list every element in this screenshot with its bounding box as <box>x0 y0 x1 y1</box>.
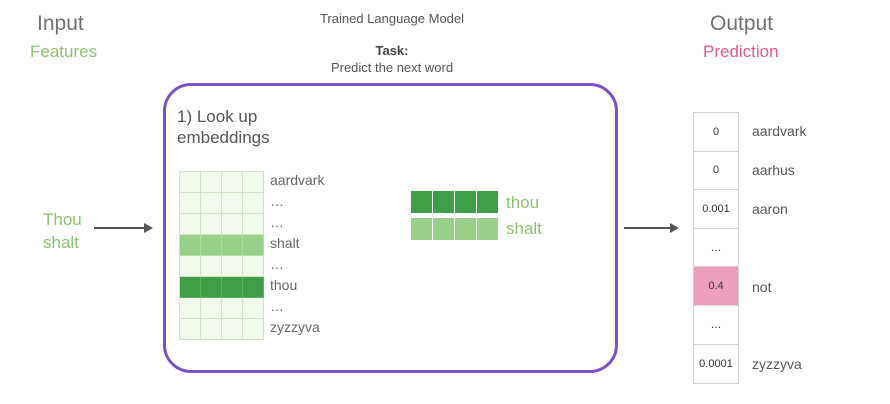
vocab-row-label: … <box>270 256 284 272</box>
matrix-cell <box>222 193 243 214</box>
vocab-row-label-thou: thou <box>270 277 298 293</box>
probability-cell: … <box>694 229 738 268</box>
output-word: zyzzyva <box>752 356 802 372</box>
matrix-cell <box>222 298 243 319</box>
matrix-cell <box>243 319 264 340</box>
probability-cell: 0 <box>694 113 738 152</box>
model-box <box>163 83 618 373</box>
vocab-row-label: aardvark <box>270 172 325 188</box>
matrix-cell <box>201 193 222 214</box>
embedding-cell <box>455 218 477 240</box>
matrix-cell <box>201 256 222 277</box>
output-probability-column: 0 0 0.001 … 0.4 … 0.0001 <box>693 112 739 385</box>
probability-cell: 0.0001 <box>699 357 733 370</box>
output-title: Output <box>710 12 774 35</box>
output-arrow-shaft <box>624 227 670 229</box>
embedding-cell <box>477 218 499 240</box>
matrix-cell-shalt <box>180 235 201 256</box>
input-arrow-head <box>144 223 153 233</box>
matrix-cell <box>201 214 222 235</box>
input-word-thou: Thou <box>43 210 82 229</box>
input-word-shalt: shalt <box>43 233 79 252</box>
output-word-highlighted: not <box>752 279 772 295</box>
matrix-cell-thou <box>201 277 222 298</box>
embedding-cell <box>411 191 433 213</box>
embedding-cell <box>411 218 433 240</box>
vocab-row-label: … <box>270 298 284 314</box>
output-word: aardvark <box>752 123 807 139</box>
matrix-cell <box>180 319 201 340</box>
step-label-line2: embeddings <box>177 128 270 147</box>
task-label: Task: <box>375 43 409 58</box>
matrix-cell <box>201 298 222 319</box>
probability-cell-highlighted: 0.4 <box>694 267 738 306</box>
task-text: Predict the next word <box>330 60 454 75</box>
step-label-line1: 1) Look up <box>177 107 258 126</box>
matrix-cell <box>180 172 201 193</box>
matrix-cell <box>243 193 264 214</box>
input-subtitle: Features <box>30 42 98 61</box>
embedding-label-thou: thou <box>506 193 540 212</box>
matrix-cell <box>222 256 243 277</box>
probability-cell: 0.001 <box>694 190 738 229</box>
vocab-row-label: zyzzyva <box>270 319 320 335</box>
input-arrow <box>94 223 153 233</box>
matrix-cell-shalt <box>222 235 243 256</box>
matrix-cell-thou <box>180 277 201 298</box>
embedding-vector-shalt <box>411 218 499 240</box>
vocab-row-label-shalt: shalt <box>270 235 300 251</box>
step-label: 1) Look up embeddings <box>177 106 270 148</box>
embedding-cell <box>433 191 455 213</box>
matrix-cell <box>222 319 243 340</box>
matrix-cell-thou <box>222 277 243 298</box>
vocab-row-label: … <box>270 193 284 209</box>
output-arrow-head <box>670 223 679 233</box>
matrix-cell <box>243 172 264 193</box>
embedding-vector-thou <box>411 191 499 213</box>
matrix-cell <box>201 319 222 340</box>
input-title: Input <box>37 12 84 35</box>
matrix-cell-shalt <box>201 235 222 256</box>
matrix-cell <box>243 256 264 277</box>
embedding-cell <box>455 191 477 213</box>
probability-cell: 0 <box>694 152 738 191</box>
output-word: aarhus <box>752 162 795 178</box>
matrix-cell <box>222 172 243 193</box>
matrix-cell <box>180 214 201 235</box>
output-arrow <box>624 223 679 233</box>
matrix-cell <box>180 193 201 214</box>
output-subtitle: Prediction <box>703 42 779 61</box>
matrix-cell <box>243 298 264 319</box>
model-title: Trained Language Model <box>319 11 465 26</box>
output-word: aaron <box>752 201 788 217</box>
embedding-label-shalt: shalt <box>506 219 542 238</box>
embedding-cell <box>433 218 455 240</box>
matrix-cell <box>222 214 243 235</box>
input-words: Thou shalt <box>43 208 82 254</box>
matrix-cell-thou <box>243 277 264 298</box>
matrix-cell <box>201 172 222 193</box>
embedding-cell <box>477 191 499 213</box>
matrix-cell-shalt <box>243 235 264 256</box>
probability-cell: … <box>694 306 738 345</box>
vocab-row-label: … <box>270 214 284 230</box>
embedding-matrix <box>179 171 264 340</box>
input-arrow-shaft <box>94 227 144 229</box>
matrix-cell <box>180 256 201 277</box>
matrix-cell <box>243 214 264 235</box>
matrix-cell <box>180 298 201 319</box>
